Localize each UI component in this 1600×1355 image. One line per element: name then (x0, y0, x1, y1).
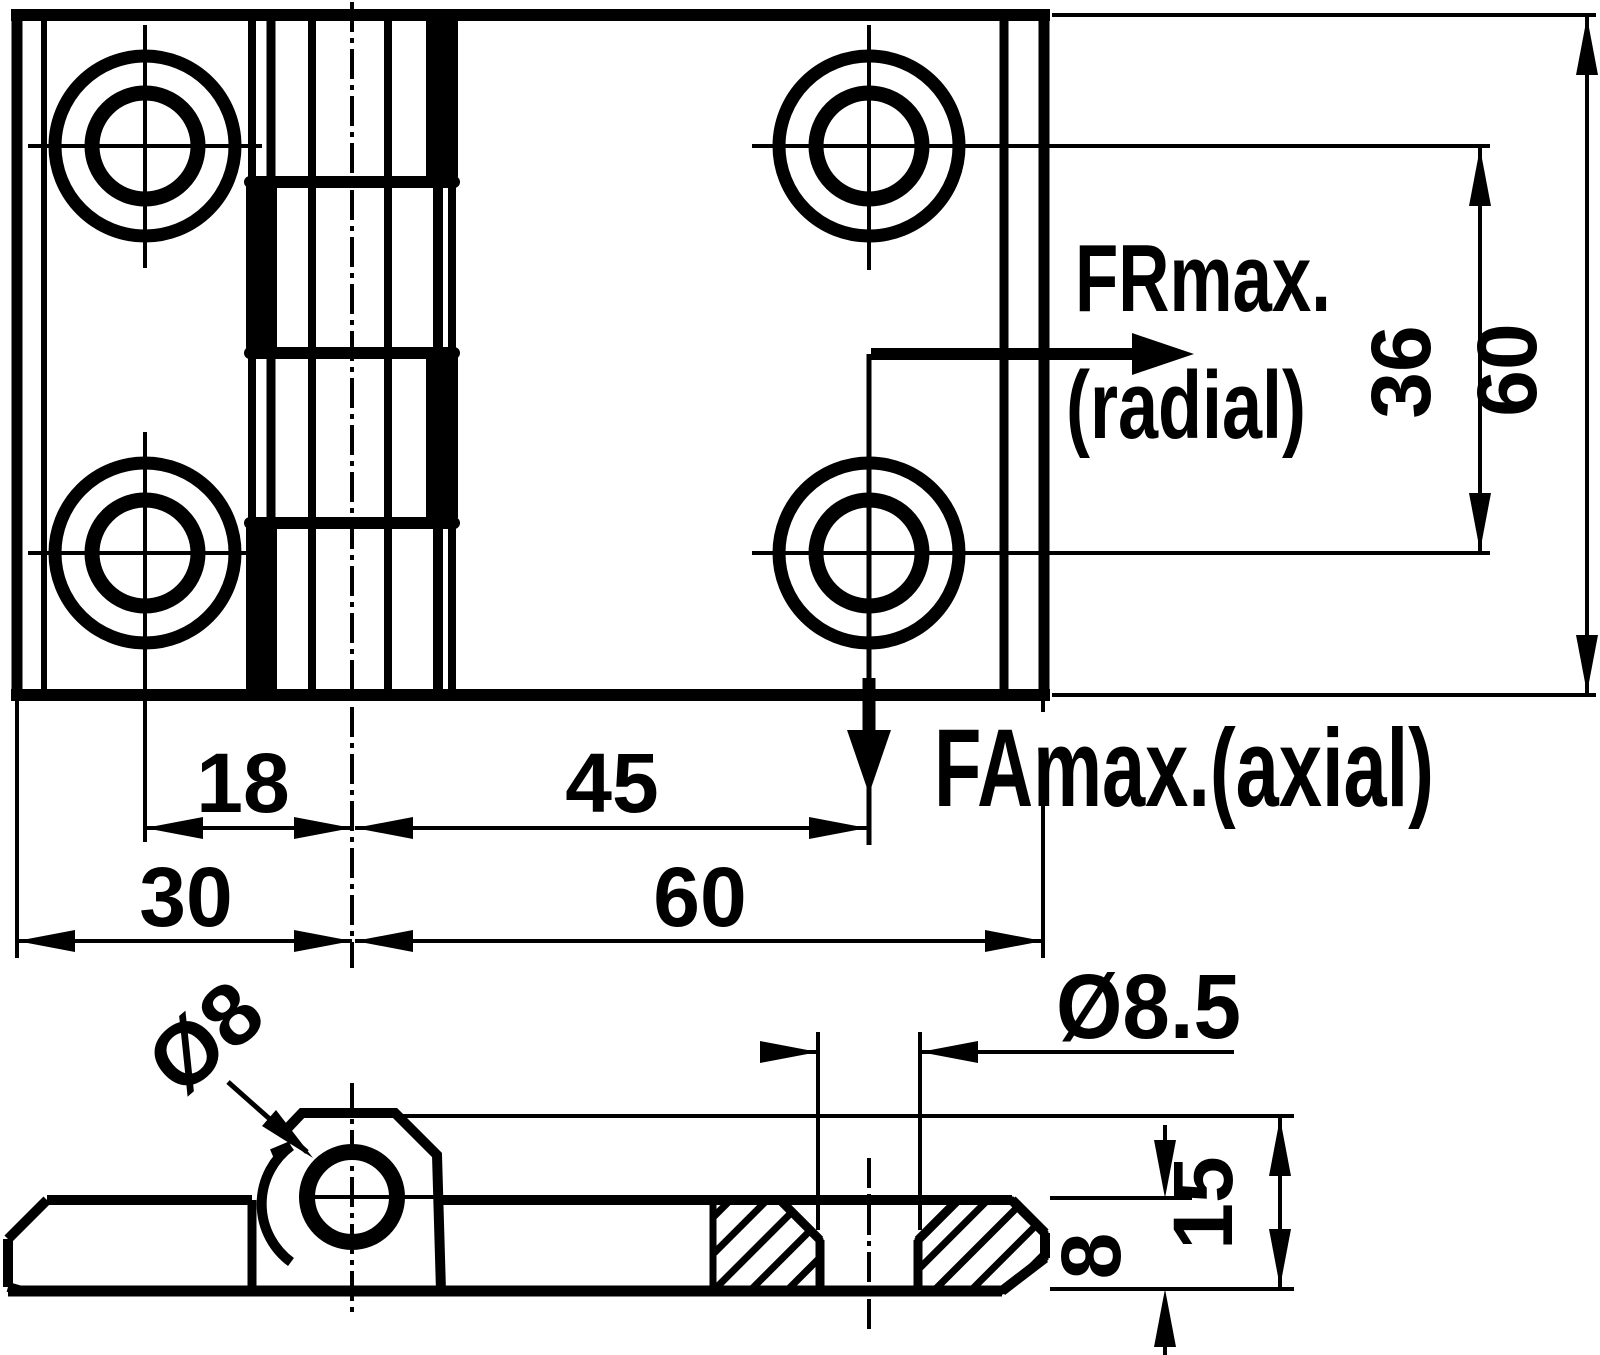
dim-text-30: 30 (139, 850, 232, 944)
dim-text-36: 36 (1354, 325, 1448, 418)
side-knuckle (256, 1108, 446, 1292)
dim-text-15: 15 (1156, 1156, 1250, 1249)
dim-text-60: 60 (653, 850, 746, 944)
dim-text-60-vertical: 60 (1460, 323, 1554, 416)
dim-row-30-60 (15, 701, 1045, 958)
dim-row-18-45 (143, 612, 867, 842)
front-view-labels: FRmax. (radial) FAmax.(axial) 18 45 30 6… (139, 225, 1554, 944)
dim-text-45: 45 (565, 736, 658, 830)
front-view (11, 2, 1598, 968)
label-famax: FAmax.(axial) (934, 707, 1434, 830)
axial-force-arrow (847, 354, 891, 845)
dim-hole-diameter (760, 1032, 1234, 1230)
dim-8 (1050, 1125, 1192, 1355)
dim-text-18: 18 (196, 736, 289, 830)
dim-text-hole-diameter: Ø8.5 (1056, 956, 1241, 1058)
dim-36 (752, 144, 1491, 555)
mounting-holes (28, 25, 966, 678)
dim-text-8: 8 (1044, 1233, 1138, 1280)
side-countersunk-hole (709, 1158, 1049, 1332)
label-frmax: FRmax. (1075, 225, 1331, 332)
dim-15 (400, 1114, 1294, 1291)
radial-force-arrow (871, 333, 1194, 375)
knuckle-segments (246, 15, 458, 695)
dim-60-vertical (1052, 13, 1598, 697)
dim-text-pin-diameter: Ø8 (128, 961, 282, 1113)
side-view (3, 1032, 1294, 1355)
side-pin-hole (299, 1083, 441, 1318)
dim-pin-leader (226, 1080, 313, 1158)
label-radial: (radial) (1066, 352, 1306, 459)
side-left-leaf (3, 1195, 257, 1296)
